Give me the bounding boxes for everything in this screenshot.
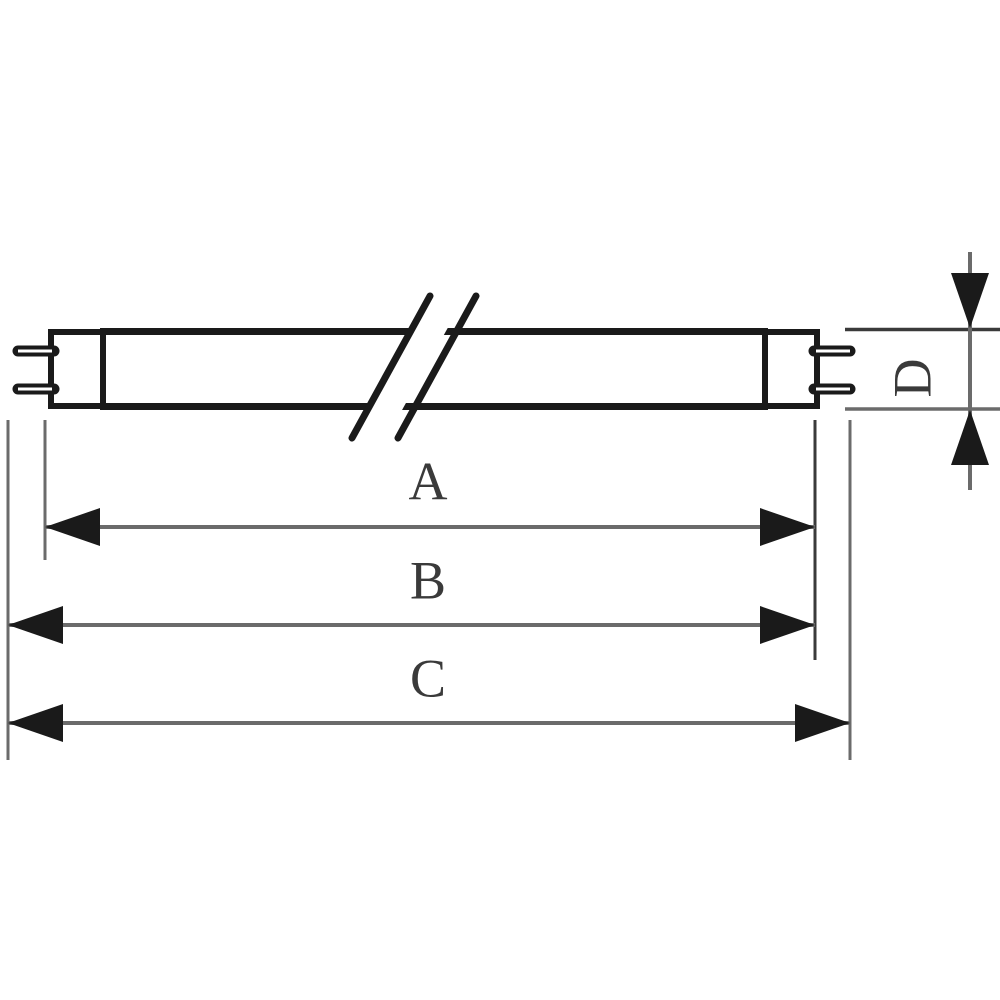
dimension-b: B <box>8 550 815 644</box>
dimension-b-arrow-right <box>760 606 815 644</box>
dimension-a: A <box>45 451 815 546</box>
right-pins <box>808 345 856 395</box>
dimension-d: D <box>882 252 989 490</box>
dimension-d-arrow-top <box>951 273 989 328</box>
dimension-c: C <box>8 648 850 742</box>
dimension-a-arrow-left <box>45 508 100 546</box>
dimension-d-label: D <box>882 359 942 398</box>
extension-lines <box>6 327 1000 760</box>
dimension-a-arrow-right <box>760 508 815 546</box>
dimension-b-arrow-left <box>8 606 63 644</box>
dimension-a-label: A <box>409 451 448 511</box>
right-cap-body <box>762 329 820 409</box>
fluorescent-tube <box>12 288 856 442</box>
break-symbol <box>348 288 480 442</box>
break-gap-mask <box>360 288 470 428</box>
right-end-cap <box>762 329 820 409</box>
left-cap-body <box>48 329 106 409</box>
break-line-1 <box>348 292 434 442</box>
left-pins <box>12 345 60 395</box>
left-end-cap <box>48 329 106 409</box>
dimension-c-arrow-right <box>795 704 850 742</box>
break-line-2 <box>394 292 480 442</box>
dimension-d-arrow-bottom <box>951 410 989 465</box>
dimension-b-label: B <box>410 550 446 610</box>
dimension-c-label: C <box>410 648 446 708</box>
dimension-c-arrow-left <box>8 704 63 742</box>
